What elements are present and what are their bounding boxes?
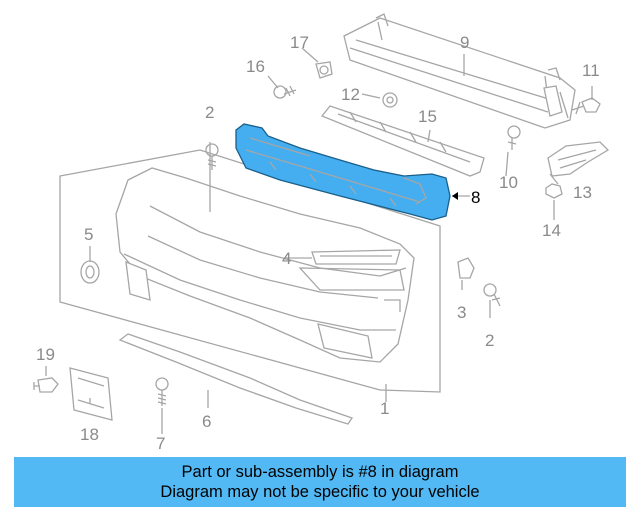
part-8-energy-absorber — [235, 123, 451, 221]
part-1-bumper-cover — [59, 149, 441, 393]
callout-17: 17 — [290, 33, 309, 52]
callout-labels: 1 2 2 3 4 5 6 7 8 9 10 11 12 13 14 15 16… — [36, 33, 600, 453]
callout-2-top: 2 — [205, 103, 214, 122]
callout-1: 1 — [380, 399, 389, 418]
part-10-bolt — [507, 125, 521, 150]
part-4-trim-strip — [311, 249, 401, 265]
part-13-side-bracket — [547, 141, 610, 177]
part-16-screw — [273, 85, 297, 99]
callout-6: 6 — [202, 412, 211, 431]
part-2-screw-bottom — [483, 283, 501, 307]
callout-2-bottom: 2 — [485, 331, 494, 350]
part-9-reinforcement-beam — [343, 13, 576, 129]
part-2-screw-top — [205, 143, 219, 170]
callout-7: 7 — [156, 434, 165, 453]
callout-18: 18 — [80, 425, 99, 444]
callout-13: 13 — [573, 183, 592, 202]
part-7-screw — [155, 377, 169, 406]
caption-banner: Part or sub-assembly is #8 in diagram Di… — [14, 457, 626, 507]
part-12-nut — [382, 92, 398, 108]
part-17-clip — [315, 61, 333, 79]
callout-12: 12 — [341, 85, 360, 104]
part-11-bolt — [571, 97, 601, 115]
callout-14: 14 — [542, 221, 561, 240]
part-5-grommet — [80, 260, 100, 284]
part-3-clip — [457, 257, 475, 279]
caption-line-1: Part or sub-assembly is #8 in diagram — [181, 463, 459, 481]
callout-11: 11 — [582, 61, 600, 80]
caption-line-2: Diagram may not be specific to your vehi… — [160, 483, 480, 501]
callout-10: 10 — [499, 173, 518, 192]
parts-diagram: 1 2 2 3 4 5 6 7 8 9 10 11 12 13 14 15 16… — [33, 13, 610, 453]
part-19-clip — [33, 377, 59, 393]
leader-lines — [45, 47, 593, 434]
callout-5: 5 — [84, 225, 93, 244]
callout-16: 16 — [246, 57, 265, 76]
callout-19: 19 — [36, 345, 55, 364]
callout-9: 9 — [460, 33, 469, 52]
callout-3: 3 — [457, 303, 466, 322]
part-14-nut — [545, 183, 563, 199]
part-15-bracket — [320, 105, 485, 177]
callout-15: 15 — [418, 107, 437, 126]
callout-4: 4 — [282, 249, 291, 268]
part-18-plate-bracket — [69, 367, 113, 421]
part-6-lower-strip — [118, 333, 354, 425]
callout-8: 8 — [471, 188, 480, 207]
